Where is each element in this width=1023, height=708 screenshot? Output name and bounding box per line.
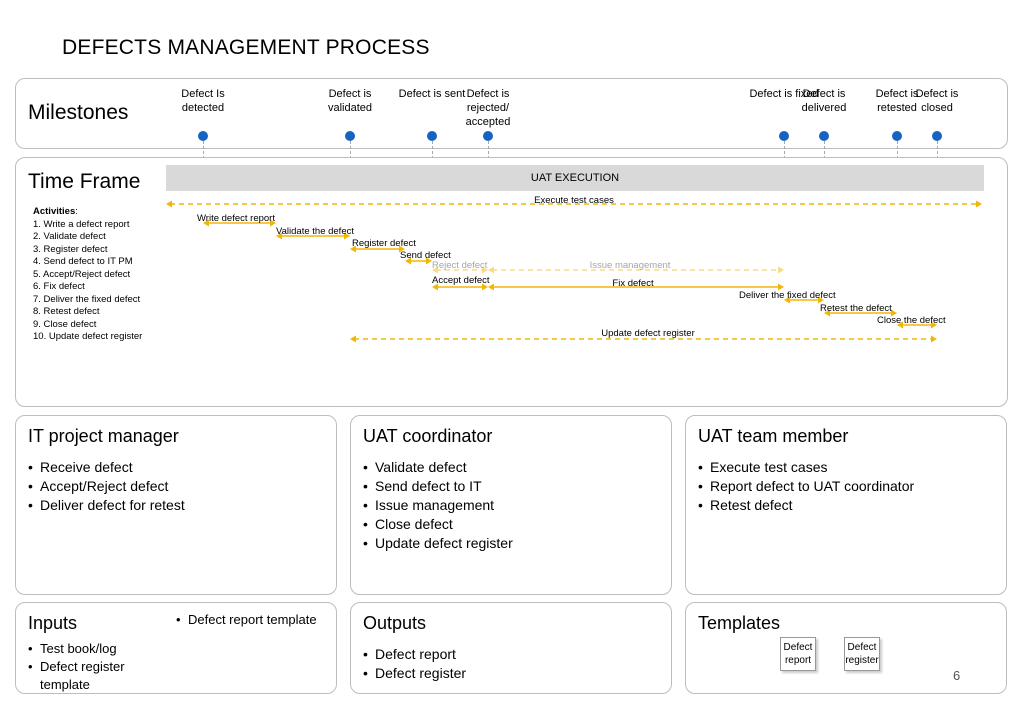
- milestone-dot: [819, 131, 829, 141]
- activity-item: 5. Accept/Reject defect: [33, 268, 131, 280]
- list-item: Test book/log: [28, 640, 148, 658]
- activities-title: Activities: [33, 206, 76, 217]
- outputs-card: Outputs Defect report Defect register: [350, 602, 672, 694]
- milestone-label: Defect Is detected: [181, 88, 225, 114]
- milestone-dot: [892, 131, 902, 141]
- outputs-title: Outputs: [363, 613, 427, 633]
- list-item: Defect register: [363, 664, 466, 683]
- list-item: Defect report template: [176, 611, 317, 629]
- page-number: 6: [953, 668, 961, 683]
- list-item: Deliver defect for retest: [28, 496, 185, 515]
- milestone-label: Defect is sent: [398, 88, 466, 100]
- uat-team-member-title: UAT team member: [698, 426, 849, 446]
- arrow-label-update: Update defect register: [601, 328, 695, 339]
- milestones-heading: Milestones: [28, 101, 129, 124]
- list-item: Send defect to IT: [363, 477, 513, 496]
- milestone-label: Defect is fixed: [749, 88, 819, 100]
- list-item: Accept/Reject defect: [28, 477, 185, 496]
- timeframe-panel: Time Frame: [15, 157, 1008, 407]
- milestone-dot: [779, 131, 789, 141]
- arrow-label-fix: Fix defect: [612, 278, 654, 289]
- activity-item: 6. Fix defect: [33, 281, 85, 292]
- list-item: Defect report: [363, 645, 466, 664]
- list-item: Retest defect: [698, 496, 914, 515]
- inputs-title: Inputs: [28, 613, 78, 633]
- milestone-dot: [198, 131, 208, 141]
- milestone-dot: [345, 131, 355, 141]
- activity-item: 10. Update defect register: [33, 331, 143, 342]
- uat-coordinator-card: UAT coordinator Validate defect Send def…: [350, 415, 672, 595]
- defect-register-document-icon[interactable]: Defect register: [844, 637, 880, 671]
- activity-item: 8. Retest defect: [33, 306, 100, 317]
- uat-coordinator-title: UAT coordinator: [363, 426, 493, 446]
- itpm-title: IT project manager: [28, 426, 179, 446]
- arrow-label-deliver: Deliver the fixed defect: [739, 290, 836, 301]
- uat-team-member-card: UAT team member Execute test cases Repor…: [685, 415, 1007, 595]
- arrow-label-register: Register defect: [352, 238, 416, 249]
- list-item: Execute test cases: [698, 458, 914, 477]
- milestone-dot: [427, 131, 437, 141]
- activities-title-row: Activities:: [33, 206, 78, 217]
- arrow-label-accept: Accept defect: [432, 275, 490, 286]
- list-item: Validate defect: [363, 458, 513, 477]
- milestone-label: Defect is rejected/ accepted: [465, 88, 511, 128]
- defect-report-document-icon[interactable]: Defect report: [780, 637, 816, 671]
- milestones-panel: Milestones: [15, 78, 1008, 149]
- timeframe-heading: Time Frame: [28, 170, 141, 193]
- inputs-card: Inputs Test book/log Defect register tem…: [15, 602, 337, 694]
- page-title: DEFECTS MANAGEMENT PROCESS: [62, 36, 430, 59]
- activity-item: 1. Write a defect report: [33, 218, 130, 230]
- arrow-label-reject: Reject defect: [432, 260, 488, 271]
- arrow-label-validate: Validate the defect: [276, 226, 354, 237]
- list-item: Close defect: [363, 515, 513, 534]
- milestone-label: Defect is delivered: [801, 88, 847, 114]
- templates-title: Templates: [698, 613, 781, 633]
- activity-item: 9. Close defect: [33, 318, 97, 330]
- milestone-label: Defect is retested: [875, 88, 919, 114]
- arrow-label-send: Send defect: [400, 250, 451, 261]
- list-item: Report defect to UAT coordinator: [698, 477, 914, 496]
- arrow-label-execute: Execute test cases: [534, 195, 614, 206]
- milestone-dot: [932, 131, 942, 141]
- milestone-dot: [483, 131, 493, 141]
- list-item: Receive defect: [28, 458, 185, 477]
- arrow-label-close: Close the defect: [877, 315, 946, 326]
- itpm-card: IT project manager Receive defect Accept…: [15, 415, 337, 595]
- list-item: Update defect register: [363, 534, 513, 553]
- uat-coordinator-list: Validate defect Send defect to IT Issue …: [363, 458, 513, 553]
- uat-execution-bar: UAT EXECUTION: [166, 165, 984, 191]
- list-item: Issue management: [363, 496, 513, 515]
- list-item: Defect register template: [28, 658, 148, 694]
- inputs-list: Test book/log Defect register template: [28, 640, 148, 694]
- inputs-extra-list: Defect report template: [176, 611, 317, 629]
- milestone-label: Defect is closed: [915, 88, 959, 114]
- arrow-label-issue: Issue management: [589, 260, 671, 271]
- arrow-label-write: Write defect report: [197, 213, 275, 224]
- activity-item: 3. Register defect: [33, 243, 108, 255]
- arrow-label-retest: Retest the defect: [820, 303, 892, 314]
- itpm-list: Receive defect Accept/Reject defect Deli…: [28, 458, 185, 515]
- milestone-label: Defect is validated: [327, 88, 373, 114]
- outputs-list: Defect report Defect register: [363, 645, 466, 683]
- activity-item: 7. Deliver the fixed defect: [33, 293, 141, 305]
- activity-item: 4. Send defect to IT PM: [33, 256, 133, 267]
- activity-item: 2. Validate defect: [33, 231, 106, 242]
- uat-team-member-list: Execute test cases Report defect to UAT …: [698, 458, 914, 515]
